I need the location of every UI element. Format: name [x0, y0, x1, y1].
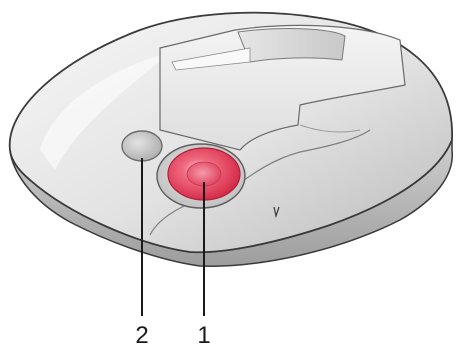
callout-label-1: 1 [194, 324, 214, 348]
top-slot [238, 29, 345, 62]
small-grey-button[interactable] [122, 131, 162, 161]
callout-label-2: 2 [132, 324, 152, 348]
